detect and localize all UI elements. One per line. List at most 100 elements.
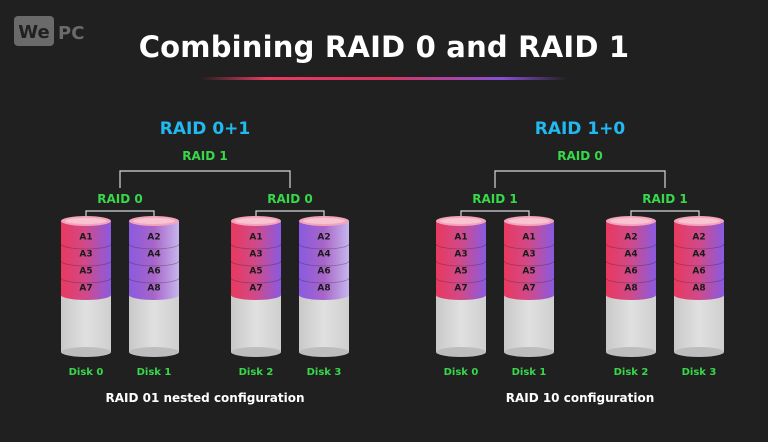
config-title: RAID 1+0 [535,119,626,139]
disk-data-area [129,221,179,295]
data-block-label: A1 [522,233,535,243]
disk-segment-line [230,260,282,267]
disk-empty-space [129,295,179,352]
data-block-label: A3 [522,250,535,260]
data-block-label: A3 [454,250,467,260]
data-block-label: A1 [454,233,467,243]
disk-segment-line [230,277,282,284]
disk-segment-line [503,243,555,250]
disk-segment-line [60,277,112,284]
disk-data-area [606,221,656,295]
data-block-label: A6 [317,267,330,277]
data-block-label: A2 [692,233,705,243]
main-title: Combining RAID 0 and RAID 1 [138,30,630,64]
disk-segment-line [128,277,180,284]
data-block-label: A6 [624,267,637,277]
disk-data-bottom [231,290,281,300]
disk-data-area [436,221,486,295]
disk-segment-line [298,277,350,284]
disk-bottom [61,347,111,357]
group-level-label: RAID 1 [472,192,517,206]
disk-empty-space [231,295,281,352]
disk-segment-line [673,277,725,284]
disk-label: Disk 3 [682,367,717,378]
disk-top-highlight [303,218,345,224]
disk-bottom [674,347,724,357]
disk-empty-space [504,295,554,352]
data-block-label: A4 [624,250,637,260]
data-block-label: A2 [317,233,330,243]
top-connector [119,170,291,188]
data-block-label: A7 [454,284,467,294]
data-block-label: A1 [249,233,262,243]
data-block-label: A5 [79,267,92,277]
config-title: RAID 0+1 [160,119,251,139]
disk-segment-line [673,260,725,267]
disk-segment-line [673,243,725,250]
disk-cylinder [435,216,487,357]
group-level-label: RAID 0 [267,192,312,206]
disk-bottom [299,347,349,357]
group-level-label: RAID 1 [642,192,687,206]
disk-cylinder [128,216,180,357]
group-level-label: RAID 0 [97,192,142,206]
disk-cylinder [605,216,657,357]
disk-segment-line [435,243,487,250]
disk-cylinder [298,216,350,357]
disk-label: Disk 0 [69,367,104,378]
disk-empty-space [299,295,349,352]
disk-empty-space [61,295,111,352]
data-block-label: A5 [454,267,467,277]
data-block-label: A5 [522,267,535,277]
data-block-label: A2 [147,233,160,243]
disk-segment-line [60,243,112,250]
disk-empty-space [606,295,656,352]
data-block-label: A8 [624,284,637,294]
data-block-label: A3 [79,250,92,260]
data-block-label: A8 [317,284,330,294]
disk-data-area [231,221,281,295]
disk-top-highlight [678,218,720,224]
disk-cylinder [503,216,555,357]
disk-data-bottom [504,290,554,300]
top-connector [494,170,666,188]
disk-cylinder [230,216,282,357]
disk-segment-line [605,277,657,284]
data-block-label: A2 [624,233,637,243]
disk-bottom [606,347,656,357]
disk-top-highlight [440,218,482,224]
data-block-label: A4 [692,250,705,260]
disk-segment-line [435,277,487,284]
disk-segment-line [605,260,657,267]
disk-segment-line [605,243,657,250]
top-level-label: RAID 1 [182,149,227,163]
disk-top-highlight [133,218,175,224]
config-caption: RAID 01 nested configuration [105,391,304,405]
disk-data-area [674,221,724,295]
data-block-label: A7 [79,284,92,294]
disk-data-bottom [129,290,179,300]
disk-top-highlight [610,218,652,224]
disk-label: Disk 3 [307,367,342,378]
disk-data-area [299,221,349,295]
data-block-label: A4 [147,250,160,260]
data-block-label: A7 [249,284,262,294]
disk-bottom [504,347,554,357]
disk-top-highlight [65,218,107,224]
disk-bottom [436,347,486,357]
data-block-label: A8 [147,284,160,294]
disk-top-highlight [235,218,277,224]
disk-segment-line [503,260,555,267]
top-level-label: RAID 0 [557,149,602,163]
disk-data-bottom [61,290,111,300]
logo-we-text: We [18,22,49,43]
disk-bottom [129,347,179,357]
disk-data-area [61,221,111,295]
data-block-label: A6 [692,267,705,277]
disk-label: Disk 2 [239,367,274,378]
disk-data-bottom [674,290,724,300]
data-block-label: A4 [317,250,330,260]
disk-label: Disk 1 [137,367,172,378]
